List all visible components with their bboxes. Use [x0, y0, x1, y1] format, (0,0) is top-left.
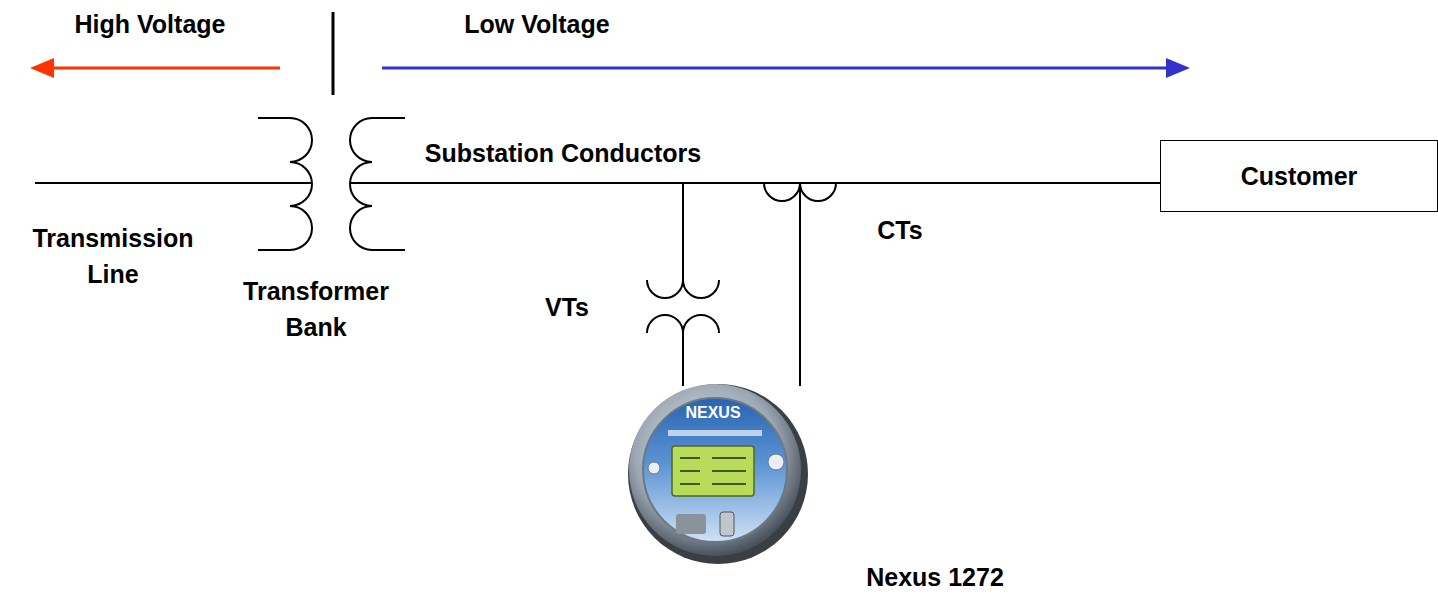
meter-seal	[720, 512, 734, 536]
low-voltage-arrow	[382, 67, 1172, 70]
meter-logo: NEXUS	[685, 404, 740, 422]
vt-primary	[647, 280, 719, 298]
voltage-label: High Voltage	[75, 6, 226, 42]
ct-symbol	[764, 183, 836, 386]
customer-box: Customer	[1160, 140, 1438, 212]
meter-ring	[629, 384, 801, 556]
conductor-label: Substation Conductors	[425, 135, 701, 171]
meter-face	[643, 398, 787, 542]
divider-line	[332, 12, 335, 95]
vt-secondary	[647, 315, 719, 333]
line-label: Transmission Line	[18, 220, 208, 292]
transformer-bank-symbol	[35, 118, 1160, 250]
meter-illustration	[628, 384, 808, 564]
ct-meter-wire	[799, 183, 801, 386]
box-text: Customer	[1241, 162, 1358, 191]
meter-port	[676, 514, 706, 534]
meter-strip	[668, 430, 762, 436]
vt-lead	[682, 183, 684, 280]
low-voltage-arrowhead	[1166, 58, 1190, 78]
instrument-label: VTs	[545, 289, 589, 325]
high-voltage-arrowhead	[30, 58, 54, 78]
instrument-label: CTs	[877, 212, 922, 248]
meter-base	[628, 384, 808, 564]
meter-lcd-lines	[680, 458, 746, 484]
meter-button	[768, 454, 784, 470]
primary-winding	[258, 118, 312, 250]
voltage-label: Low Voltage	[464, 6, 609, 42]
vt-meter-wire	[682, 333, 684, 386]
substation-conductor	[350, 182, 1160, 184]
meter-led	[648, 462, 660, 474]
meter-lcd	[672, 446, 754, 496]
transmission-line	[35, 182, 312, 184]
vt-symbol	[647, 183, 719, 386]
meter-label: Nexus 1272	[866, 559, 1004, 595]
high-voltage-arrow	[48, 67, 280, 70]
transformer-label: Transformer Bank	[221, 273, 411, 345]
